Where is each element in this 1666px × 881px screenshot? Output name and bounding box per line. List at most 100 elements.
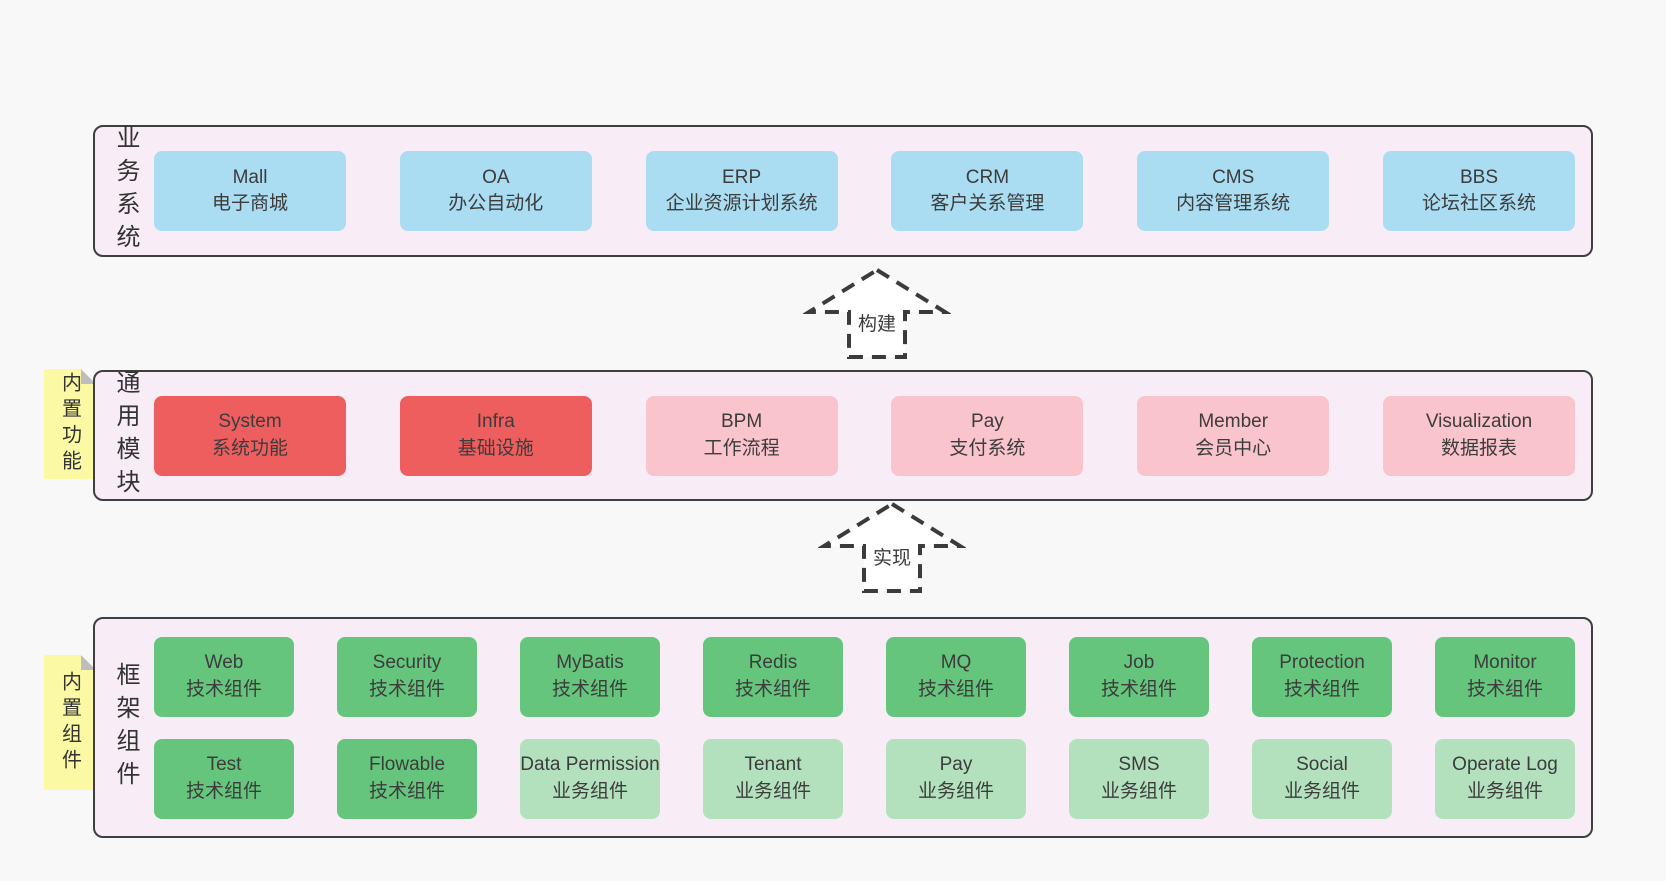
box-title: Mall [232,166,268,188]
build-arrow: 构建 [803,267,951,359]
box-mybatis: MyBatis 技术组件 [520,636,660,717]
sticky-note-label: 内置组件 [58,670,81,775]
box-subtitle: 企业资源计划系统 [665,193,818,214]
box-oa: OA 办公自动化 [399,151,592,231]
box-subtitle: 办公自动化 [448,193,544,214]
component-row-1: Web 技术组件 Security 技术组件 MyBatis 技术组件 Redi… [154,636,1575,717]
box-subtitle: 业务组件 [1100,780,1177,802]
box-protection: Protection 技术组件 [1252,636,1392,717]
box-title: Protection [1279,652,1365,674]
box-title: Tenant [744,754,802,776]
box-member: Member 会员中心 [1137,395,1330,476]
box-title: OA [482,166,510,188]
arrow-label: 实现 [873,547,911,569]
box-subtitle: 业务组件 [1466,780,1543,802]
box-title: SMS [1118,754,1160,776]
box-subtitle: 数据报表 [1440,437,1517,459]
box-subtitle: 支付系统 [949,437,1026,459]
box-title: Job [1123,652,1155,674]
band-common-modules: 通用模块 System 系统功能 Infra 基础设施 BPM 工作流程 Pay… [93,369,1593,502]
box-subtitle: 技术组件 [1466,678,1543,700]
box-pay: Pay 支付系统 [891,395,1084,476]
band-label: 通用模块 [112,369,139,502]
box-mall: Mall 电子商城 [154,151,346,231]
box-subtitle: 技术组件 [734,678,811,700]
box-title: Redis [748,652,798,674]
box-subtitle: 技术组件 [1283,678,1360,700]
box-subtitle: 内容管理系统 [1176,193,1291,214]
box-subtitle: 技术组件 [1100,678,1177,700]
up-arrow-outline [803,267,951,359]
box-subtitle: 业务组件 [734,780,811,802]
box-crm: CRM 客户关系管理 [891,151,1084,231]
box-bbs: BBS 论坛社区系统 [1382,151,1575,231]
box-title: Operate Log [1452,754,1558,776]
box-title: System [218,411,282,433]
box-subtitle: 技术组件 [368,678,445,700]
box-title: Web [204,652,244,674]
box-subtitle: 技术组件 [368,780,445,802]
box-subtitle: 电子商城 [211,193,288,214]
box-title: Visualization [1425,411,1533,433]
component-row-2: Test 技术组件 Flowable 技术组件 Data Permission … [154,738,1575,819]
band-items: Web 技术组件 Security 技术组件 MyBatis 技术组件 Redi… [154,619,1575,836]
box-subtitle: 论坛社区系统 [1421,193,1536,214]
box-job: Job 技术组件 [1069,636,1209,717]
box-erp: ERP 企业资源计划系统 [645,151,838,231]
box-cms: CMS 内容管理系统 [1137,151,1330,231]
box-subtitle: 技术组件 [185,678,262,700]
box-subtitle: 基础设施 [457,437,534,459]
band-label: 框架组件 [112,661,139,794]
box-title: BPM [721,411,763,433]
sticky-note-built-in-features: 内置功能 [44,369,96,479]
box-title: MyBatis [556,652,624,674]
box-social: Social 业务组件 [1252,738,1392,819]
box-title: MQ [940,652,972,674]
band-framework-components: 框架组件 Web 技术组件 Security 技术组件 MyBatis 技术组件… [93,617,1593,838]
box-visualization: Visualization 数据报表 [1382,395,1575,476]
box-subtitle: 会员中心 [1195,437,1272,459]
box-redis: Redis 技术组件 [703,636,843,717]
box-subtitle: 系统功能 [211,437,288,459]
box-title: Security [372,652,442,674]
box-sms: SMS 业务组件 [1069,738,1209,819]
box-subtitle: 技术组件 [551,678,628,700]
implement-arrow: 实现 [818,501,966,593]
box-mq: MQ 技术组件 [886,636,1026,717]
box-subtitle: 技术组件 [917,678,994,700]
box-pay-component: Pay 业务组件 [886,738,1026,819]
box-title: Flowable [368,754,446,776]
box-title: Data Permission [520,754,660,776]
box-security: Security 技术组件 [337,636,477,717]
box-monitor: Monitor 技术组件 [1435,636,1575,717]
band-label: 业务系统 [112,125,139,257]
box-title: ERP [722,166,762,188]
up-arrow-outline [818,501,966,593]
box-title: CRM [965,166,1010,188]
box-title: Test [206,754,242,776]
box-operate-log: Operate Log 业务组件 [1435,738,1575,819]
box-title: CMS [1212,166,1255,188]
box-infra: Infra 基础设施 [399,395,592,476]
box-system: System 系统功能 [154,395,346,476]
sticky-note-built-in-components: 内置组件 [44,655,96,790]
box-data-permission: Data Permission 业务组件 [520,738,660,819]
box-title: Pay [971,411,1004,433]
box-title: BBS [1459,166,1498,188]
box-subtitle: 技术组件 [185,780,262,802]
band-items: System 系统功能 Infra 基础设施 BPM 工作流程 Pay 支付系统… [154,372,1575,499]
box-subtitle: 客户关系管理 [930,193,1045,214]
band-items: Mall 电子商城 OA 办公自动化 ERP 企业资源计划系统 CRM 客户关系… [154,127,1575,255]
box-tenant: Tenant 业务组件 [703,738,843,819]
box-web: Web 技术组件 [154,636,294,717]
arrow-label: 构建 [858,313,896,335]
box-title: Social [1296,754,1348,776]
sticky-note-label: 内置功能 [58,372,81,476]
box-subtitle: 工作流程 [703,437,780,459]
box-title: Pay [939,754,973,776]
box-flowable: Flowable 技术组件 [337,738,477,819]
band-business-systems: 业务系统 Mall 电子商城 OA 办公自动化 ERP 企业资源计划系统 CRM… [93,125,1593,257]
box-title: Monitor [1473,652,1537,674]
box-subtitle: 业务组件 [917,780,994,802]
